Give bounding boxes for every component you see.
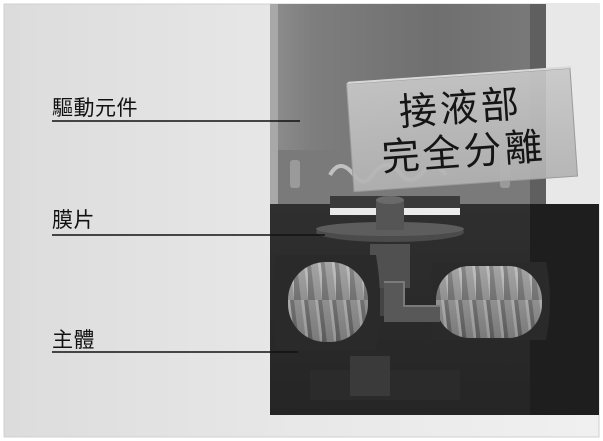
separation-banner: 接液部 完全分離 [349,70,576,189]
valve-body [270,196,599,415]
banner-plate [345,66,579,193]
diaphragm-label: 膜片 [52,208,95,232]
body-label: 主體 [52,328,95,352]
actuator-label: 驅動元件 [52,96,138,120]
